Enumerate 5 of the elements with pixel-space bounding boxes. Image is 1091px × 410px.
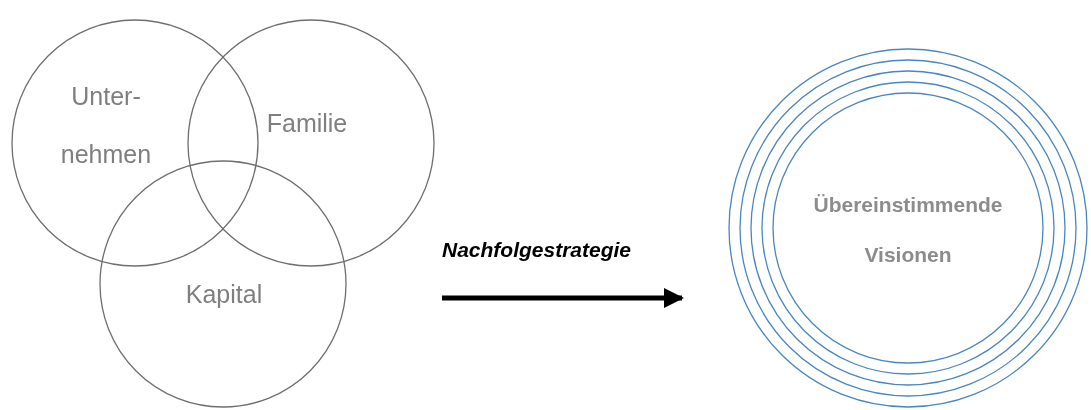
venn-label: Kapital [184, 279, 264, 310]
venn-label: Unter- nehmen [59, 81, 153, 170]
venn-label: Familie [265, 108, 349, 139]
arrow [442, 288, 684, 308]
circle-label: Übereinstimmende Visionen [812, 192, 1004, 268]
